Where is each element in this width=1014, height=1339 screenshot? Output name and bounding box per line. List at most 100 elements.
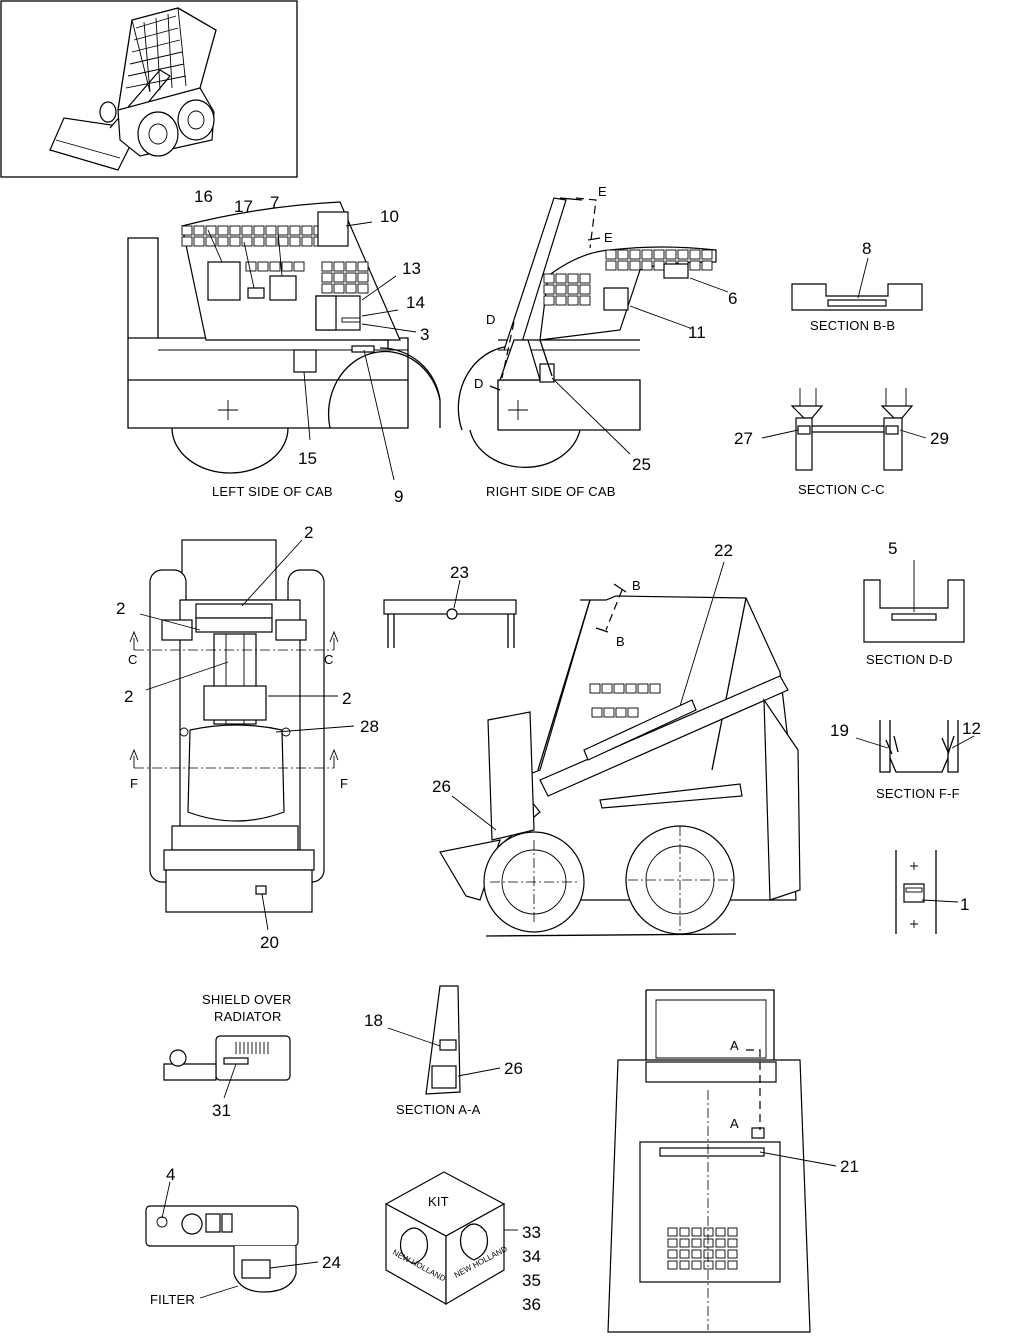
decal-square [667,1260,678,1270]
decal-square [677,249,689,260]
decal-square [715,1249,726,1259]
decal-square [703,1227,714,1237]
decal-square [667,1238,678,1248]
decal-square [205,225,217,236]
callout-12: 12 [962,719,981,738]
decal-square [277,225,289,236]
caption-section-f-f: SECTION F-F [876,786,960,801]
decal-square [229,236,241,247]
serial-plate-view [895,850,959,934]
callout-4: 4 [166,1165,175,1184]
callout-34: 34 [522,1247,541,1266]
section-mark-e-top: E [598,184,607,199]
shield-over-radiator-view [163,1035,291,1099]
decal-square [703,1249,714,1259]
callout-33: 33 [522,1223,541,1242]
decal-square [649,683,661,694]
filter-panel-view [145,1181,319,1299]
callout-2-d: 2 [342,689,351,708]
decal-square [715,1238,726,1248]
decal-square [667,1227,678,1237]
decal-square [265,225,277,236]
decal-square [689,260,701,271]
caption-section-c-c: SECTION C-C [798,482,885,497]
decal-square [727,1260,738,1270]
section-mark-c-left: C [128,652,138,667]
callout-13: 13 [402,259,421,278]
caption-shield-line-2: RADIATOR [214,1009,282,1024]
decal-square [691,1260,702,1270]
decal-square [567,273,579,284]
decal-square [701,260,713,271]
decal-square [691,1238,702,1248]
decal-square [181,225,193,236]
caption-section-b-b: SECTION B-B [810,318,895,333]
decal-square [641,249,653,260]
cross-member-part [383,579,517,648]
section-mark-b-bottom: B [616,634,625,649]
decal-square [579,284,591,295]
decal-square [257,261,269,272]
decal-square [543,273,555,284]
callout-8: 8 [862,239,871,258]
decal-square [579,295,591,306]
caption-section-d-d: SECTION D-D [866,652,953,667]
section-mark-d-bottom: D [474,376,484,391]
callout-18: 18 [364,1011,383,1030]
decal-square [181,236,193,247]
caption-left-side-of-cab: LEFT SIDE OF CAB [212,484,333,499]
decal-square [629,260,641,271]
decal-square [703,1260,714,1270]
callout-22: 22 [714,541,733,560]
decal-square [269,261,281,272]
callout-3: 3 [420,325,429,344]
section-mark-b-top: B [632,578,641,593]
decal-square [641,260,653,271]
decal-square [253,236,265,247]
section-mark-a-bottom: A [730,1116,739,1131]
decal-square [591,707,603,718]
decal-square [357,261,369,272]
section-mark-f-right: F [340,776,348,791]
decal-square [629,249,641,260]
decal-square [345,261,357,272]
section-d-d-view [863,560,965,643]
side-view-loader [439,561,801,937]
decal-square [653,260,665,271]
callout-25: 25 [632,455,651,474]
caption-shield-line-1: SHIELD OVER [202,992,292,1007]
decal-square [617,249,629,260]
caption-filter: FILTER [150,1292,195,1307]
callout-15: 15 [298,449,317,468]
decal-square [289,225,301,236]
decal-square [543,284,555,295]
decal-square [241,225,253,236]
section-c-c-view [761,388,927,471]
decal-square [253,225,265,236]
decal-square [727,1238,738,1248]
decal-square [555,284,567,295]
callout-24: 24 [322,1253,341,1272]
decal-square [679,1260,690,1270]
decal-square [701,249,713,260]
decal-square [715,1260,726,1270]
decal-square [345,283,357,294]
callout-23: 23 [450,563,469,582]
caption-section-a-a: SECTION A-A [396,1102,481,1117]
decal-square [667,1249,678,1259]
callout-26-b: 26 [504,1059,523,1078]
decal-square [625,683,637,694]
section-mark-f-left: F [130,776,138,791]
decal-square [301,225,313,236]
section-mark-e-bottom: E [604,230,613,245]
decal-square [567,295,579,306]
section-markers: E E D D B B C C F F A A [128,184,739,1131]
decal-square [679,1227,690,1237]
decal-square [691,1227,702,1237]
callout-21: 21 [840,1157,859,1176]
decal-square [653,249,665,260]
decal-square [333,272,345,283]
section-b-b-view [791,257,923,311]
decal-square [715,1227,726,1237]
decal-square [727,1227,738,1237]
